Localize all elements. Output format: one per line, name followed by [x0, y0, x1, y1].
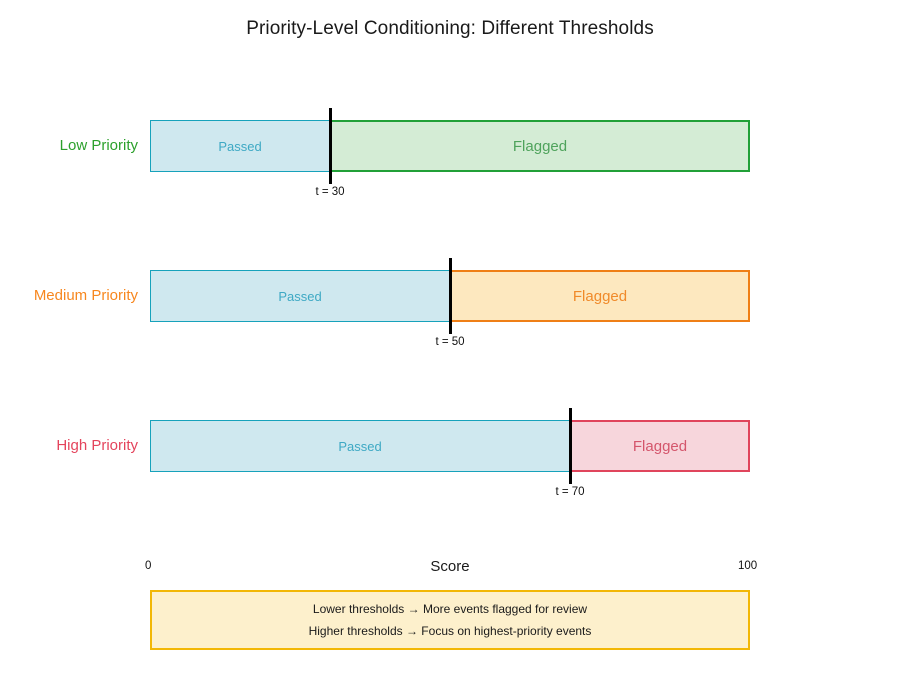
annotation-line-2: Higher thresholds → Focus on highest-pri… — [308, 624, 592, 638]
row-label-high-priority: High Priority — [56, 437, 138, 454]
axis-tick-min: 0 — [145, 560, 152, 572]
segment-passed-low[interactable]: Passed — [150, 120, 330, 172]
bar-track-high: Passed Flagged t = 70 — [150, 408, 750, 498]
threshold-label-high: t = 70 — [555, 486, 585, 498]
threshold-line-high — [568, 408, 572, 484]
axis-title: Score — [430, 558, 470, 575]
segment-passed-medium[interactable]: Passed — [150, 270, 450, 322]
threshold-line-low — [328, 108, 332, 184]
row-label-medium-priority: Medium Priority — [33, 287, 138, 304]
score-axis: 0 Score 100 — [0, 558, 900, 586]
row-label-low-priority: Low Priority — [59, 137, 138, 154]
axis-tick-max: 100 — [738, 560, 758, 572]
annotation-box: Lower thresholds → More events flagged f… — [150, 590, 750, 650]
threshold-label-low: t = 30 — [315, 186, 345, 198]
segment-flagged-high[interactable]: Flagged — [570, 420, 750, 472]
threshold-line-medium — [448, 258, 452, 334]
priority-row-low: Low Priority Passed Flagged t = 30 — [0, 108, 900, 198]
priority-row-medium: Medium Priority Passed Flagged t = 50 — [0, 258, 900, 348]
priority-row-high: High Priority Passed Flagged t = 70 — [0, 408, 900, 498]
chart-title: Priority-Level Conditioning: Different T… — [246, 18, 654, 39]
annotation-line-1: Lower thresholds → More events flagged f… — [312, 602, 588, 616]
bar-track-low: Passed Flagged t = 30 — [150, 108, 750, 198]
segment-flagged-medium[interactable]: Flagged — [450, 270, 750, 322]
threshold-label-medium: t = 50 — [435, 336, 465, 348]
bar-track-medium: Passed Flagged t = 50 — [150, 258, 750, 348]
segment-flagged-low[interactable]: Flagged — [330, 120, 750, 172]
segment-passed-high[interactable]: Passed — [150, 420, 570, 472]
